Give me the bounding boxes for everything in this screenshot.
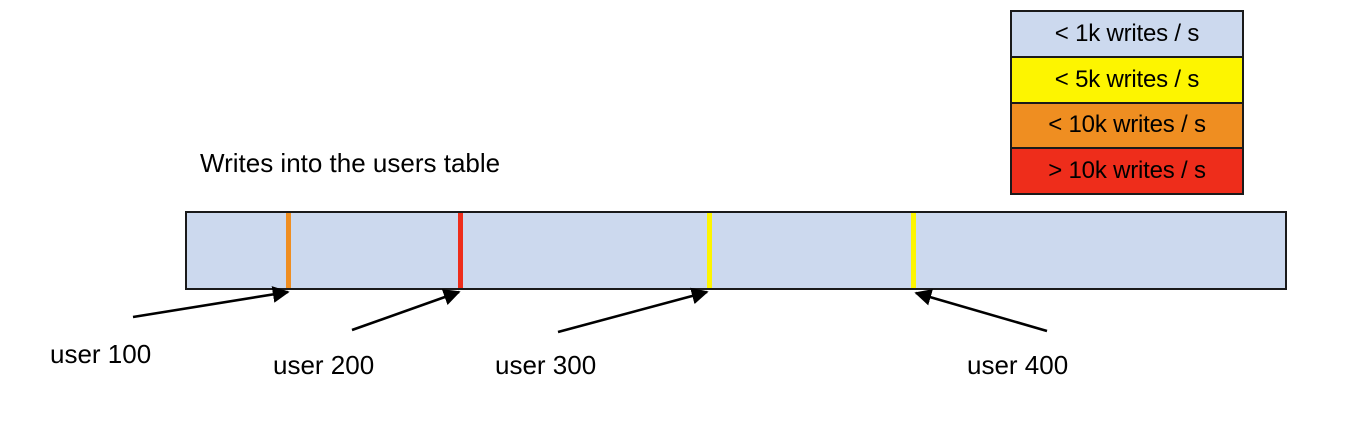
bar-marker-user-300 [707, 213, 712, 288]
legend-label: > 10k writes / s [1048, 157, 1206, 185]
arrow-user-100 [132, 286, 290, 319]
pointer-label-user-400: user 400 [967, 350, 1069, 380]
pointer-label-user-100: user 100 [50, 339, 152, 369]
legend-row-under-1k: < 1k writes / s [1012, 12, 1242, 58]
bar-marker-user-200 [458, 213, 463, 288]
arrow-user-400 [914, 289, 1048, 333]
bar-marker-user-100 [286, 213, 291, 288]
pointer-label-user-300: user 300 [495, 350, 597, 380]
legend-row-under-10k: < 10k writes / s [1012, 103, 1242, 150]
legend-label: < 5k writes / s [1054, 65, 1200, 93]
legend: < 1k writes / s < 5k writes / s < 10k wr… [1010, 10, 1244, 195]
arrow-user-200 [351, 289, 461, 332]
bar-marker-user-400 [911, 213, 916, 288]
legend-label: < 1k writes / s [1054, 19, 1200, 47]
pointer-label-user-200: user 200 [273, 350, 375, 380]
users-table-bar [185, 211, 1287, 290]
legend-row-over-10k: > 10k writes / s [1012, 149, 1242, 193]
chart-title: Writes into the users table [200, 148, 501, 178]
legend-label: < 10k writes / s [1048, 111, 1206, 139]
legend-row-under-5k: < 5k writes / s [1012, 57, 1242, 104]
arrow-user-300 [557, 287, 709, 334]
